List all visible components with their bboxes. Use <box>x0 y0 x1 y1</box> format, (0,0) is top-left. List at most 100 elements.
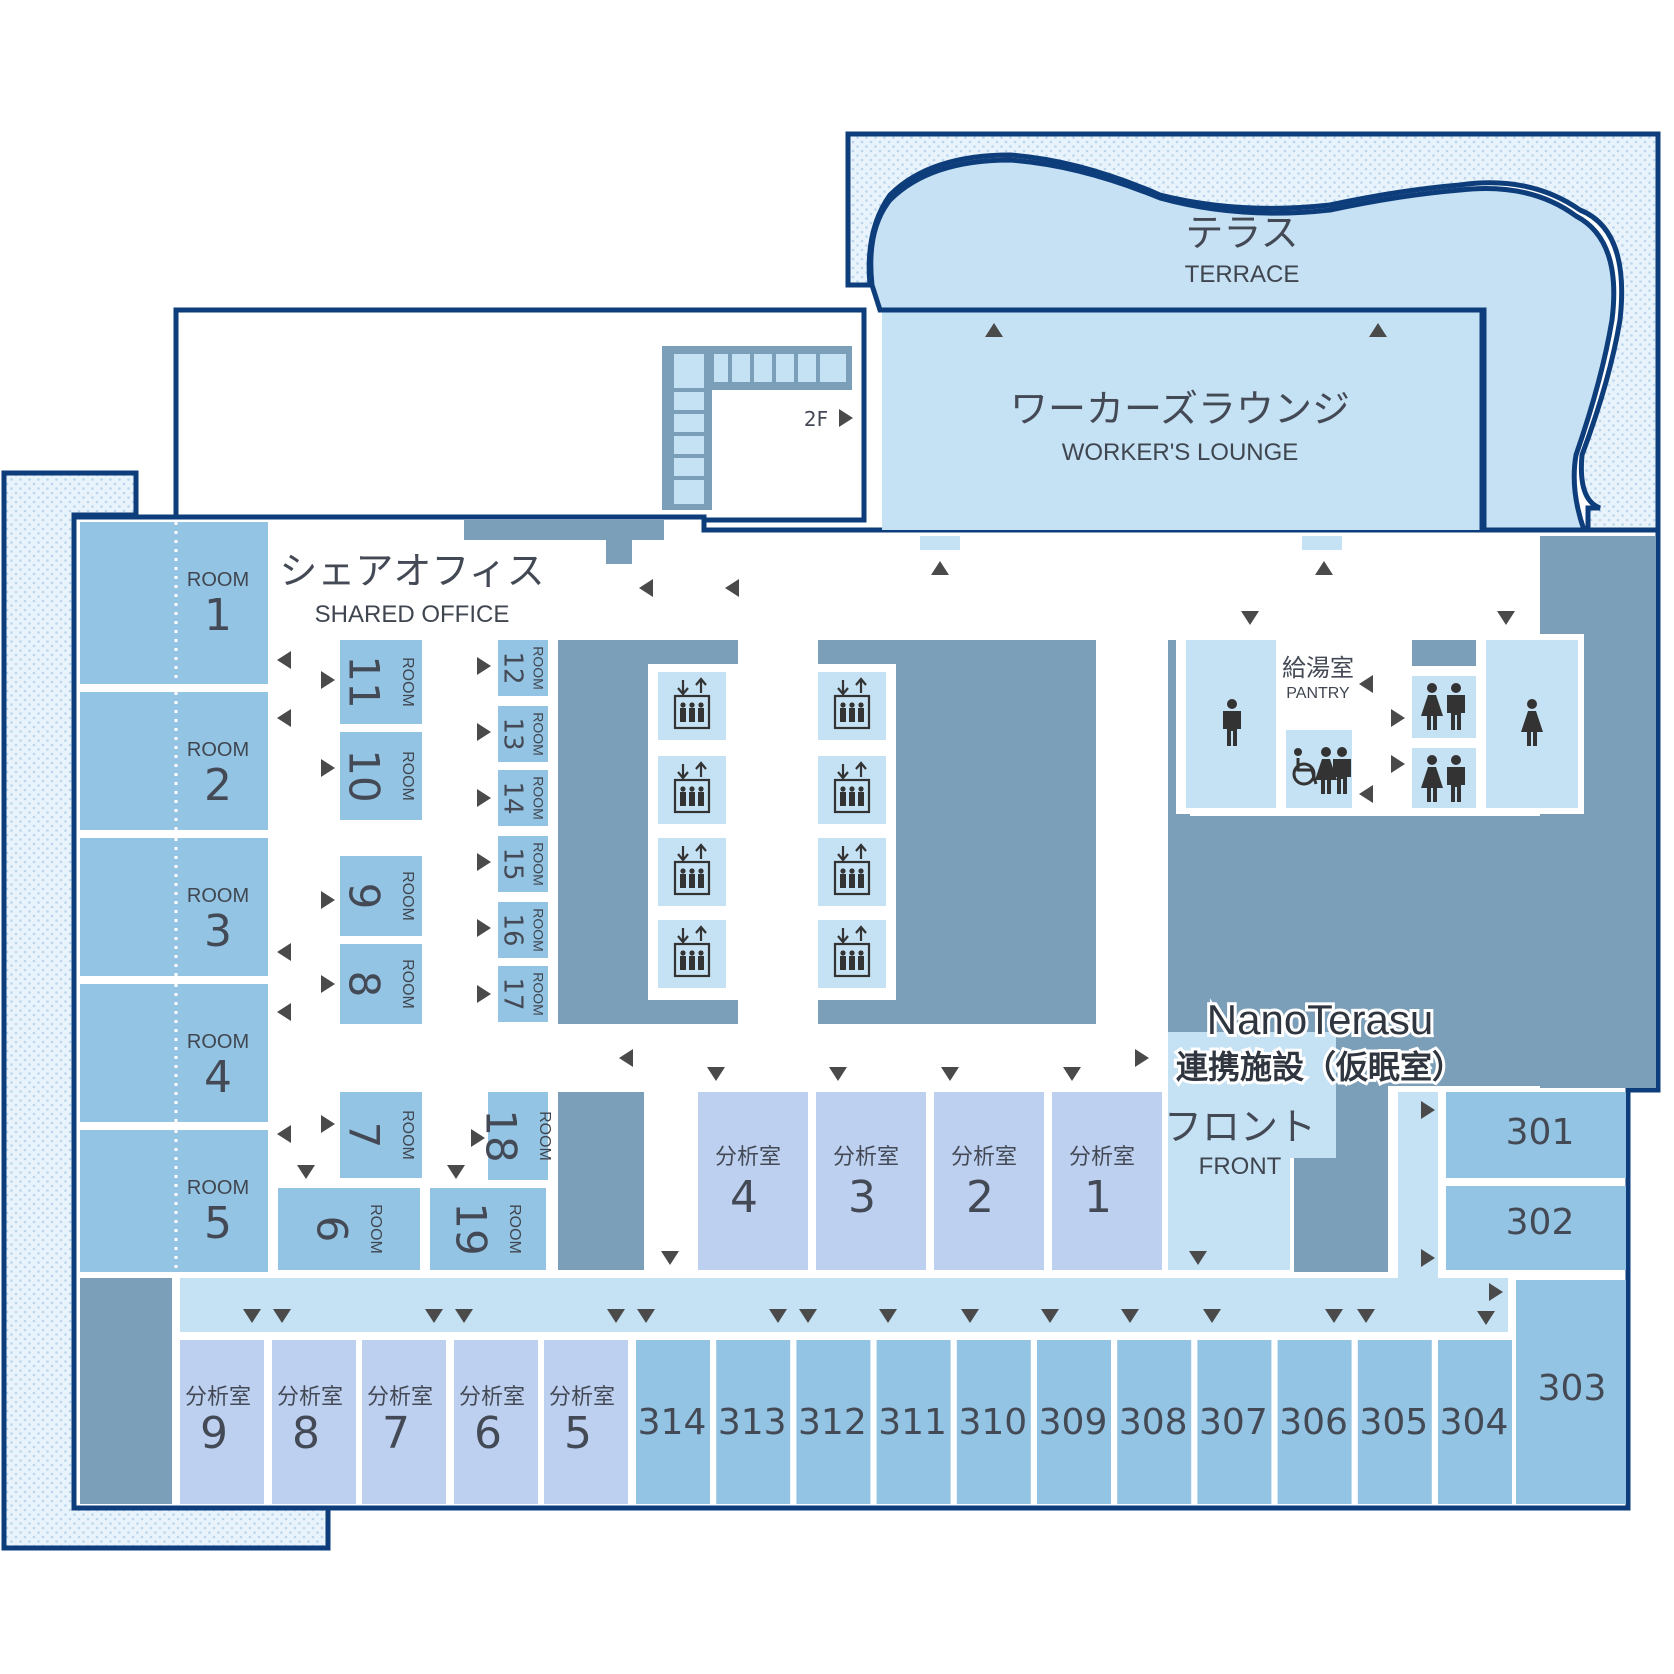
room-number-label: 11 <box>340 655 389 708</box>
room-number-label: 307 <box>1199 1402 1268 1443</box>
room-number-label: 306 <box>1279 1402 1348 1443</box>
room-303[interactable]: 303 <box>1516 1280 1626 1504</box>
room-310[interactable]: 310 <box>956 1340 1031 1504</box>
room-word-label: ROOM <box>367 1204 384 1254</box>
room-302[interactable]: 302 <box>1446 1186 1626 1270</box>
room-number-label: 302 <box>1506 1202 1575 1243</box>
workers-lounge[interactable]: ワーカーズラウンジ WORKER'S LOUNGE <box>880 307 1485 530</box>
lab-word-label: 分析室 <box>549 1385 615 1410</box>
room-word-label: ROOM <box>187 885 249 907</box>
staircase: 2F <box>662 346 853 510</box>
room-312[interactable]: 312 <box>796 1340 871 1504</box>
front-desk[interactable]: フロント FRONT <box>1164 1032 1336 1270</box>
shared-office-label-en: SHARED OFFICE <box>315 601 510 628</box>
room-309[interactable]: 309 <box>1037 1340 1111 1504</box>
lounge-label-en: WORKER'S LOUNGE <box>1062 439 1299 466</box>
room-number-label: 301 <box>1506 1112 1575 1153</box>
room-word-label: ROOM <box>399 751 416 801</box>
nanoterasu-name: NanoTerasu <box>1207 996 1433 1043</box>
room-number-label: 305 <box>1359 1402 1428 1443</box>
floor-2f-label: 2F <box>804 407 828 431</box>
room-number-label: 19 <box>447 1202 496 1255</box>
room-number-label: 4 <box>204 1052 232 1103</box>
room-307[interactable]: 307 <box>1197 1340 1272 1504</box>
lounge-door-left <box>920 536 960 550</box>
nanoterasu-sub: 連携施設（仮眠室） <box>1176 1048 1464 1086</box>
room-8[interactable]: 8 ROOM <box>340 944 423 1024</box>
lab-word-label: 分析室 <box>715 1145 781 1170</box>
lab-word-label: 分析室 <box>951 1145 1017 1170</box>
room-308[interactable]: 308 <box>1117 1340 1192 1504</box>
room-313[interactable]: 313 <box>716 1340 791 1504</box>
room-word-label: ROOM <box>399 871 416 921</box>
room-number-label: 9 <box>340 883 389 910</box>
room-word-label: ROOM <box>187 569 249 591</box>
terrace[interactable]: テラス TERRACE <box>868 157 1617 533</box>
elevator-3[interactable] <box>658 838 726 906</box>
elevator-1[interactable] <box>658 672 726 740</box>
elevator-8[interactable] <box>818 920 886 988</box>
room-304[interactable]: 304 <box>1438 1340 1512 1504</box>
room-number-label: 8 <box>340 971 389 998</box>
room-314[interactable]: 314 <box>636 1340 710 1504</box>
room-6[interactable]: 6 ROOM <box>278 1188 420 1270</box>
elevator-7[interactable] <box>818 838 886 906</box>
restroom-block: 給湯室 PANTRY <box>1176 634 1584 814</box>
room-number-label: 1 <box>204 590 232 641</box>
lab-number-label: 8 <box>292 1408 320 1459</box>
room-number-label: 6 <box>308 1216 357 1243</box>
elevator-5[interactable] <box>818 672 886 740</box>
elevator-2[interactable] <box>658 756 726 824</box>
lab-word-label: 分析室 <box>1069 1145 1135 1170</box>
family-restroom-a[interactable] <box>1412 676 1476 738</box>
room-number-label: 3 <box>204 906 232 957</box>
elevator-4[interactable] <box>658 920 726 988</box>
room-9[interactable]: 9 ROOM <box>340 856 423 936</box>
lab-word-label: 分析室 <box>277 1385 343 1410</box>
lab-number-label: 1 <box>1084 1172 1112 1223</box>
room-number-label: 313 <box>718 1402 787 1443</box>
room-311[interactable]: 311 <box>876 1340 951 1504</box>
room-word-label: ROOM <box>530 646 546 690</box>
room-number-label: 314 <box>638 1402 707 1443</box>
family-restroom-b[interactable] <box>1412 748 1476 808</box>
terrace-label-ja: テラス <box>1185 211 1298 255</box>
room-word-label: ROOM <box>399 959 416 1009</box>
room-301[interactable]: 301 <box>1446 1092 1626 1178</box>
room-306[interactable]: 306 <box>1277 1340 1352 1504</box>
room-305[interactable]: 305 <box>1357 1340 1432 1504</box>
room-number-label: 13 <box>498 717 528 750</box>
room-word-label: ROOM <box>399 1110 416 1160</box>
room-word-label: ROOM <box>530 776 546 820</box>
lab-number-label: 6 <box>474 1408 502 1459</box>
terrace-label-en: TERRACE <box>1185 261 1300 288</box>
room-word-label: ROOM <box>536 1111 553 1161</box>
elevator-6[interactable] <box>818 756 886 824</box>
room-word-label: ROOM <box>530 712 546 756</box>
